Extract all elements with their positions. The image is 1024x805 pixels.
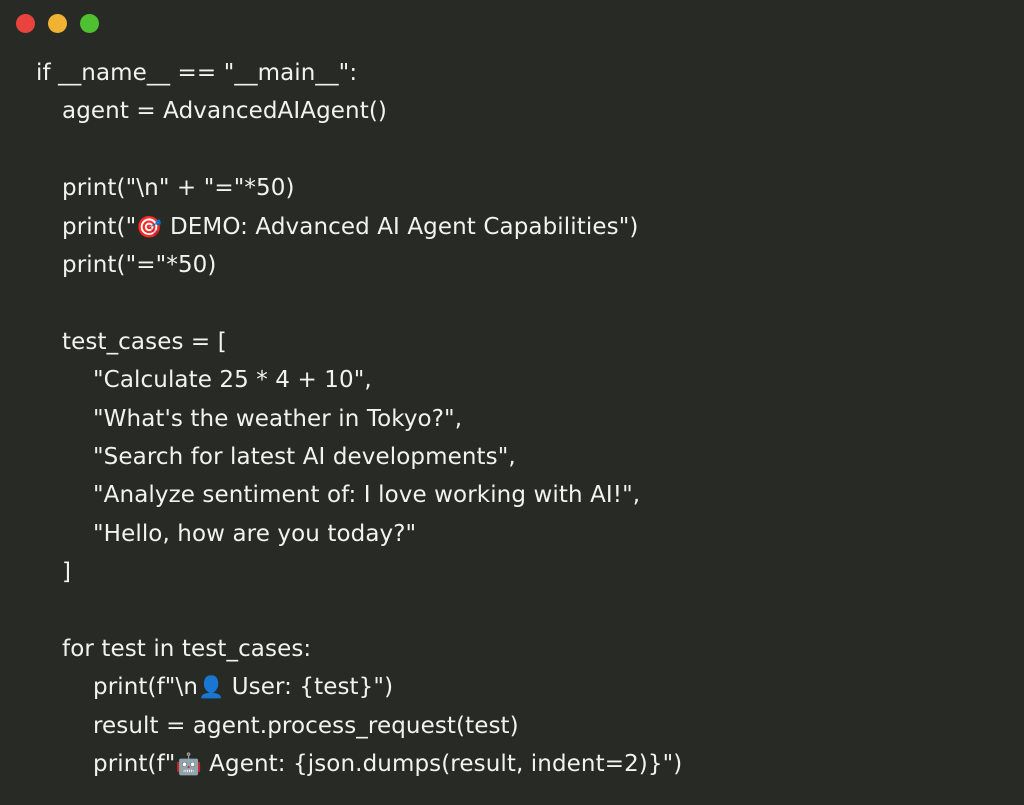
code-line: "Hello, how are you today?" [93,520,417,547]
close-button[interactable] [16,13,35,33]
minimize-button[interactable] [48,13,67,33]
code-line: "What's the weather in Tokyo?", [93,405,463,432]
code-line: test_cases = [ [62,328,227,355]
window-title-bar [0,0,1024,46]
code-line: ] [62,559,72,586]
code-line: "Search for latest AI developments", [93,443,516,470]
inline-emoji: 🤖 [175,752,202,777]
code-line: "Calculate 25 * 4 + 10", [93,367,372,394]
code-line: if __name__ == "__main__": [36,60,358,86]
code-line: for test in test_cases: [62,635,312,662]
code-line: print("🎯 DEMO: Advanced AI Agent Capabil… [62,213,639,240]
code-line: print("\n" + "="*50) [62,175,295,202]
code-line: print("="*50) [62,251,217,278]
code-line: "Analyze sentiment of: I love working wi… [93,482,641,509]
code-line: agent = AdvancedAIAgent() [62,98,387,125]
code-line: result = agent.process_request(test) [93,712,519,739]
maximize-button[interactable] [80,13,99,33]
code-line: print(f"\n👤 User: {test}") [93,674,394,701]
code-line [0,284,1024,322]
code-line [0,591,1024,629]
code-line: print(f"🤖 Agent: {json.dumps(result, ind… [93,751,683,778]
inline-emoji: 👤 [198,675,225,700]
code-editor-area[interactable]: if __name__ == "__main__":agent = Advanc… [0,46,1024,805]
code-line [0,131,1024,169]
inline-emoji: 🎯 [136,214,163,239]
